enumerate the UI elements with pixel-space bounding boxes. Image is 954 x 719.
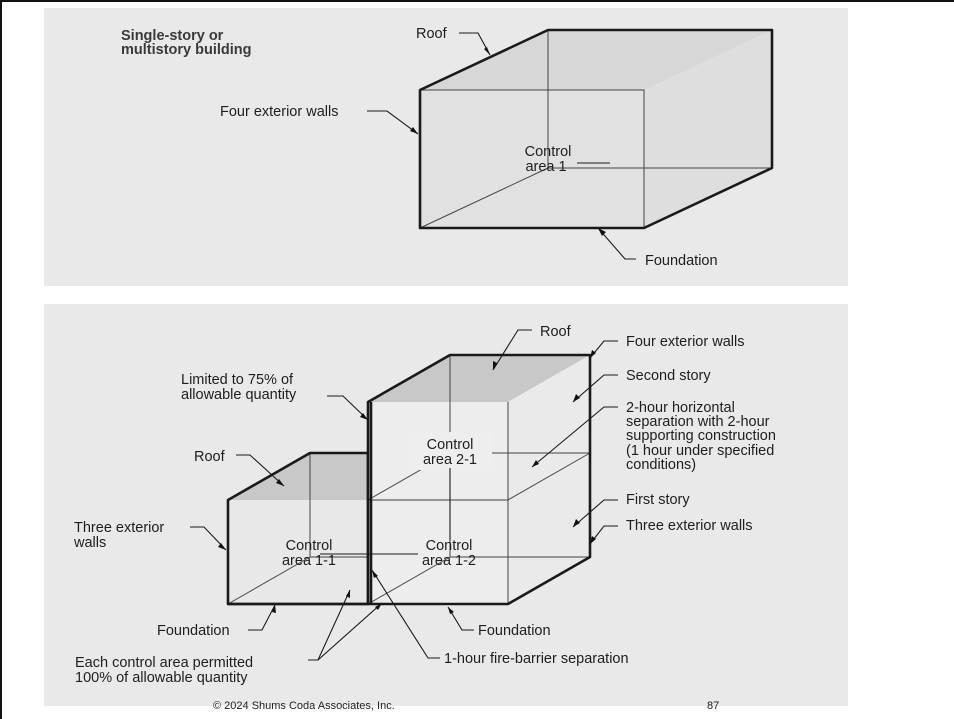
control-area-1-2-label-line2: area 1-2 [422, 553, 476, 569]
limited-label-line2: allowable quantity [181, 387, 297, 403]
top-leaders [367, 32, 636, 260]
building-box-right [366, 353, 592, 606]
each-control-label-line1: Each control area permitted [75, 655, 253, 671]
right-box-outline [366, 353, 592, 606]
fire-barrier-leader [371, 569, 440, 659]
roof-leader [459, 32, 491, 56]
three-exterior-walls-label-left-line1: Three exterior [74, 520, 164, 536]
separation-label-line4: (1 hour under specified [626, 443, 774, 459]
separation-label-line1: 2-hour horizontal [626, 400, 735, 416]
first-story-leader [572, 499, 618, 528]
control-area-1-label-line2: area 1 [525, 159, 566, 175]
foundation-right-leader [447, 606, 474, 631]
control-area-2-1-label-line2: area 2-1 [423, 452, 477, 468]
left-box-front-face [228, 500, 368, 604]
foundation-label-left: Foundation [157, 623, 230, 639]
top-box-roof-face [420, 30, 772, 90]
separation-leader [531, 406, 618, 468]
second-story-leader [572, 374, 618, 403]
foundation-label-right: Foundation [478, 623, 551, 639]
limited-label-line1: Limited to 75% of [181, 372, 294, 388]
each-control-label-line2: 100% of allowable quantity [75, 670, 248, 686]
control-area-1-2-label-line1: Control [426, 538, 473, 554]
page-number: 87 [707, 700, 720, 712]
fire-barrier-label: 1-hour fire-barrier separation [444, 651, 629, 667]
first-story-label: First story [626, 492, 690, 508]
building-box-top [418, 28, 774, 230]
separation-label-line2: separation with 2-hour [626, 414, 770, 430]
control-area-1-1-label-line1: Control [286, 538, 333, 554]
second-story-label: Second story [626, 368, 711, 384]
roof-right-leader [492, 329, 532, 371]
walls-leader [367, 110, 419, 135]
roof-label-top: Roof [416, 26, 448, 42]
separation-label-line3: supporting construction [626, 428, 776, 444]
right-box-side-face [508, 355, 590, 604]
copyright-footer: © 2024 Shums Coda Associates, Inc. [213, 700, 395, 712]
top-box-front-face [420, 90, 644, 228]
three-walls-right-leader [589, 525, 618, 545]
limited-leader [327, 395, 369, 421]
control-area-1-label-line1: Control [525, 144, 572, 160]
foundation-left-leader [248, 604, 276, 631]
bottom-leaders [190, 329, 618, 661]
three-exterior-walls-label-left-line2: walls [73, 535, 106, 551]
top-box-side-face [644, 30, 772, 228]
roof-label-left: Roof [194, 449, 226, 465]
control-area-2-1-label-line1: Control [427, 437, 474, 453]
three-exterior-walls-label-right: Three exterior walls [626, 518, 753, 534]
each-control-leader-2 [317, 602, 383, 661]
four-exterior-walls-label-top: Four exterior walls [220, 104, 338, 120]
top-box-outline [418, 28, 774, 230]
building-type-label-line1: Single-story or [121, 28, 224, 44]
foundation-leader [597, 227, 636, 260]
building-type-label-line2: multistory building [121, 42, 252, 58]
separation-label-line5: conditions) [626, 457, 696, 473]
right-box-roof-face [368, 355, 590, 402]
foundation-label-top: Foundation [645, 253, 718, 269]
four-exterior-walls-label: Four exterior walls [626, 334, 744, 350]
roof-label-right: Roof [540, 324, 572, 340]
control-area-1-1-label-line2: area 1-1 [282, 553, 336, 569]
roof-left-leader [236, 454, 285, 487]
three-walls-left-leader [190, 526, 227, 551]
four-walls-leader [589, 340, 618, 359]
